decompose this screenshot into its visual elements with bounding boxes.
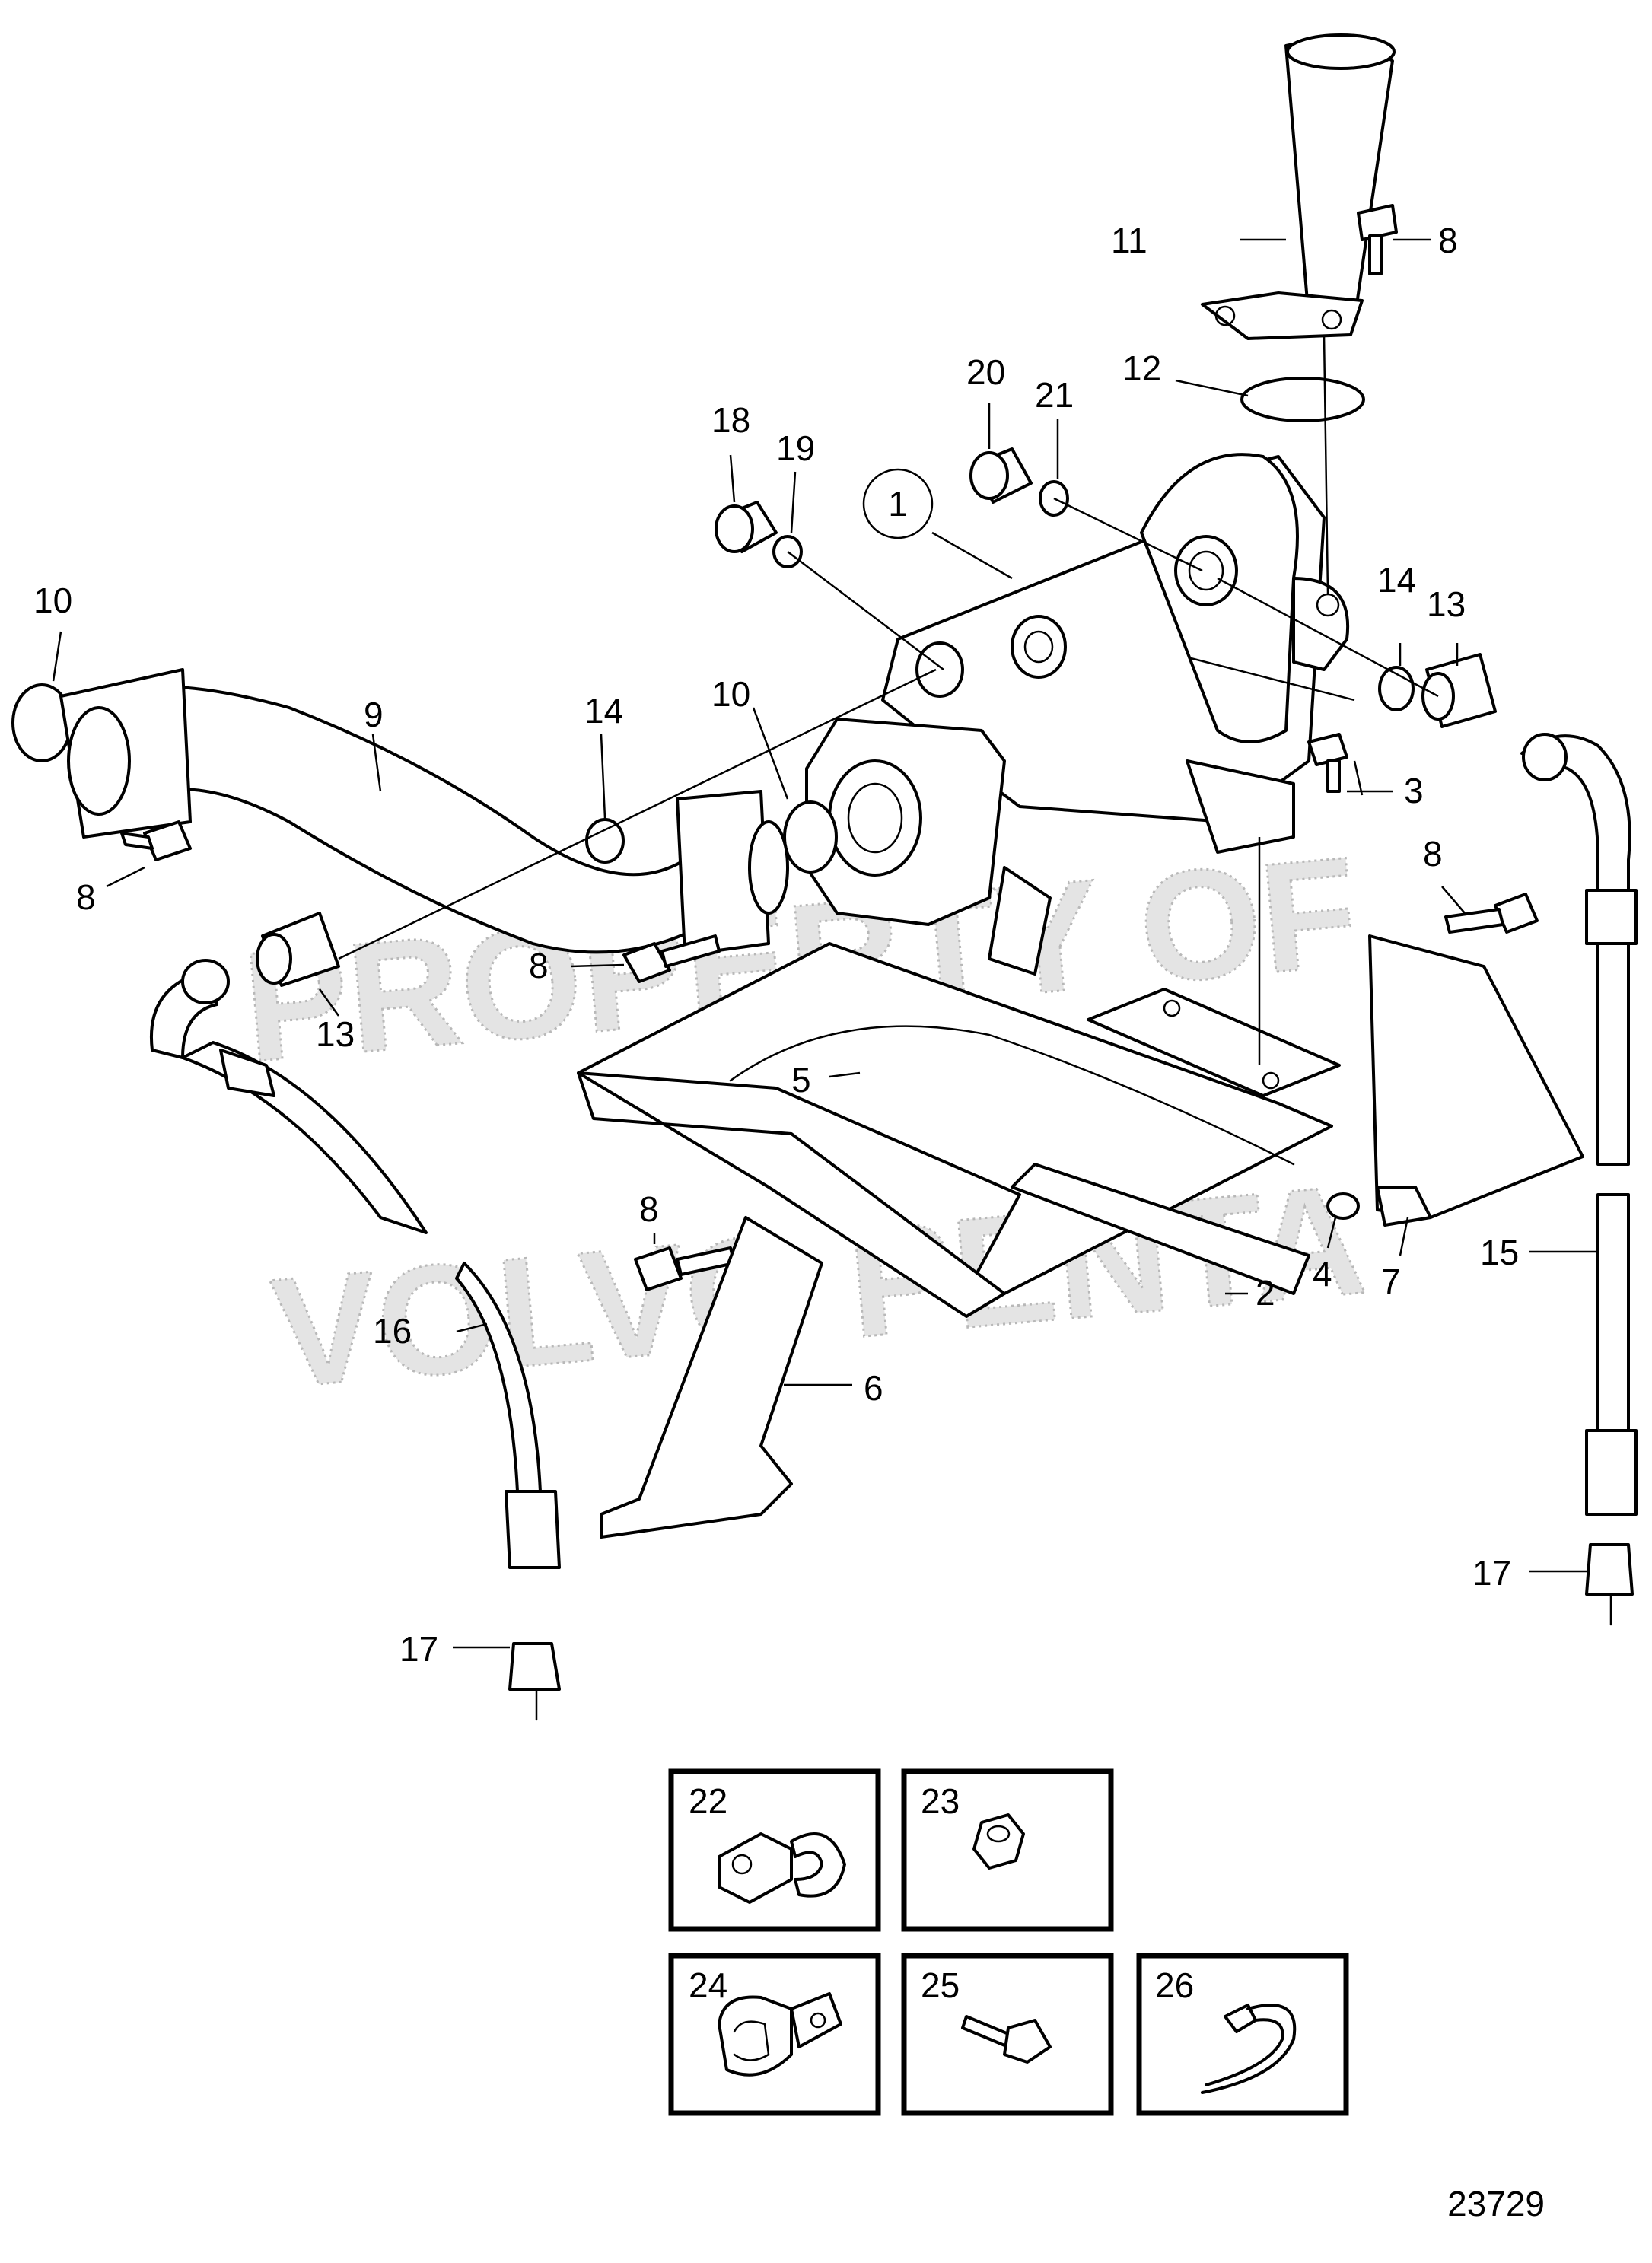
callout-label-9: 9 <box>364 695 384 734</box>
callout-label-8-c: 8 <box>529 946 549 985</box>
callout-label-14-b: 14 <box>584 691 623 730</box>
nut-4 <box>1326 1192 1360 1220</box>
callout-label-18: 18 <box>711 400 750 440</box>
callout-label-17-a: 17 <box>399 1629 438 1669</box>
accessory-box-24: 24 <box>668 1953 881 2116</box>
bolt-8-top <box>1357 204 1398 275</box>
callout-label-13-a: 13 <box>1427 584 1466 624</box>
callout-label-17-b: 17 <box>1472 1553 1511 1593</box>
callout-label-14-a: 14 <box>1377 560 1416 600</box>
callout-label-8-d: 8 <box>1423 834 1443 874</box>
callout-label-10-a: 10 <box>33 581 72 620</box>
callout-label-10-b: 10 <box>711 674 750 714</box>
callout-label-6: 6 <box>864 1368 883 1408</box>
callout-label-8-b: 8 <box>76 877 96 917</box>
bolt-8-right <box>1444 893 1539 934</box>
nipple-17-right <box>1585 1543 1634 1626</box>
callout-labels: 1 2 3 4 5 6 7 8 8 8 8 8 9 10 10 11 12 13… <box>33 221 1519 1669</box>
o-ring-10-right <box>783 800 838 874</box>
plug-18 <box>715 501 778 553</box>
adapter-13-left <box>256 912 340 987</box>
callout-label-16: 16 <box>373 1311 412 1351</box>
crossover-pipe <box>59 668 789 956</box>
bolt-8-mid <box>622 934 721 983</box>
bolt-3 <box>1307 733 1348 793</box>
gasket-ring-12 <box>1240 377 1365 422</box>
callout-label-19: 19 <box>776 428 815 468</box>
bolt-8-lower <box>634 1246 736 1291</box>
hose-15 <box>1520 733 1638 1516</box>
callout-label-8-a: 8 <box>1438 221 1458 260</box>
callout-label-15: 15 <box>1480 1233 1519 1272</box>
callout-label-21: 21 <box>1035 375 1074 415</box>
adapter-13-right <box>1421 653 1497 728</box>
accessory-box-26: 26 <box>1136 1953 1349 2116</box>
figure-number: 23729 <box>1447 2184 1545 2223</box>
accessory-box-25: 25 <box>901 1953 1114 2116</box>
accessory-box-22: 22 <box>668 1768 881 1932</box>
callout-label-2: 2 <box>1256 1273 1275 1313</box>
callout-circle-1 <box>862 468 934 539</box>
callout-label-8-e: 8 <box>639 1189 659 1229</box>
callout-label-12: 12 <box>1122 349 1161 388</box>
callout-label-11: 11 <box>1111 221 1147 260</box>
callout-label-5: 5 <box>791 1060 811 1100</box>
callout-label-20: 20 <box>966 352 1005 392</box>
exhaust-elbow-pipe <box>1201 33 1396 340</box>
callout-label-22: 22 <box>689 1781 727 1821</box>
pump-housing <box>805 718 1295 976</box>
bolt-8-left <box>120 820 192 861</box>
bracket-7 <box>1368 934 1584 1227</box>
heat-exchanger <box>881 453 1350 823</box>
callout-label-13-b: 13 <box>316 1014 355 1054</box>
plug-20 <box>969 447 1033 504</box>
callout-label-7: 7 <box>1381 1262 1401 1301</box>
callout-label-4: 4 <box>1313 1254 1332 1294</box>
callout-label-25: 25 <box>921 1965 960 2005</box>
washer-14-left <box>585 818 625 864</box>
mounting-bracket <box>577 942 1341 1318</box>
callout-label-26: 26 <box>1155 1965 1194 2005</box>
callout-label-3: 3 <box>1404 771 1424 810</box>
leader-lines <box>52 238 1598 1649</box>
callout-label-23: 23 <box>921 1781 960 1821</box>
callout-label-24: 24 <box>689 1965 727 2005</box>
hose-16 <box>150 959 561 1569</box>
callout-label-1: 1 <box>888 484 908 524</box>
bracket-6 <box>600 1216 823 1539</box>
nipple-17-left <box>508 1642 561 1721</box>
accessory-box-23: 23 <box>901 1768 1114 1932</box>
